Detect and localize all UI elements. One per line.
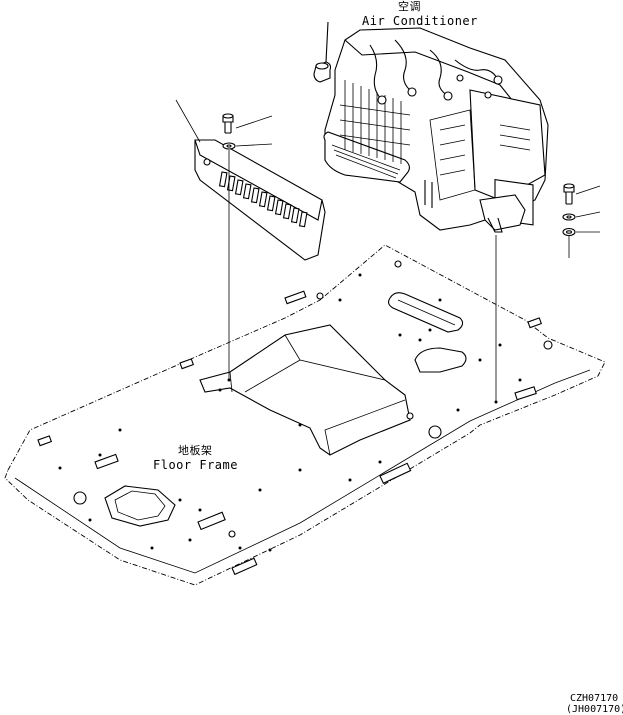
grille-slots bbox=[218, 171, 308, 228]
duct-slats bbox=[331, 144, 401, 179]
washer-right-2 bbox=[562, 227, 576, 237]
air-conditioner-label: Air Conditioner bbox=[362, 14, 478, 28]
air-conditioner-unit bbox=[323, 27, 549, 233]
air-conditioner-label-cn: 空调 bbox=[398, 0, 421, 13]
drawing-code: CZH07170 bbox=[570, 693, 619, 704]
bolt-right bbox=[563, 183, 575, 205]
floor-frame-label-cn: 地板架 bbox=[178, 444, 213, 457]
floor-frame bbox=[4, 244, 606, 586]
unit-grille bbox=[339, 80, 411, 164]
washer-left bbox=[222, 142, 236, 150]
fitting-cap bbox=[313, 21, 332, 83]
floor-frame-label: Floor Frame bbox=[153, 458, 238, 472]
assembly-lines bbox=[227, 150, 570, 404]
bolt-left bbox=[222, 113, 234, 134]
drawing-code-alt: (JH007170) bbox=[566, 704, 623, 715]
leader-lines bbox=[175, 99, 601, 233]
washer-right-1 bbox=[562, 213, 576, 221]
vent-grille-part bbox=[194, 139, 326, 261]
